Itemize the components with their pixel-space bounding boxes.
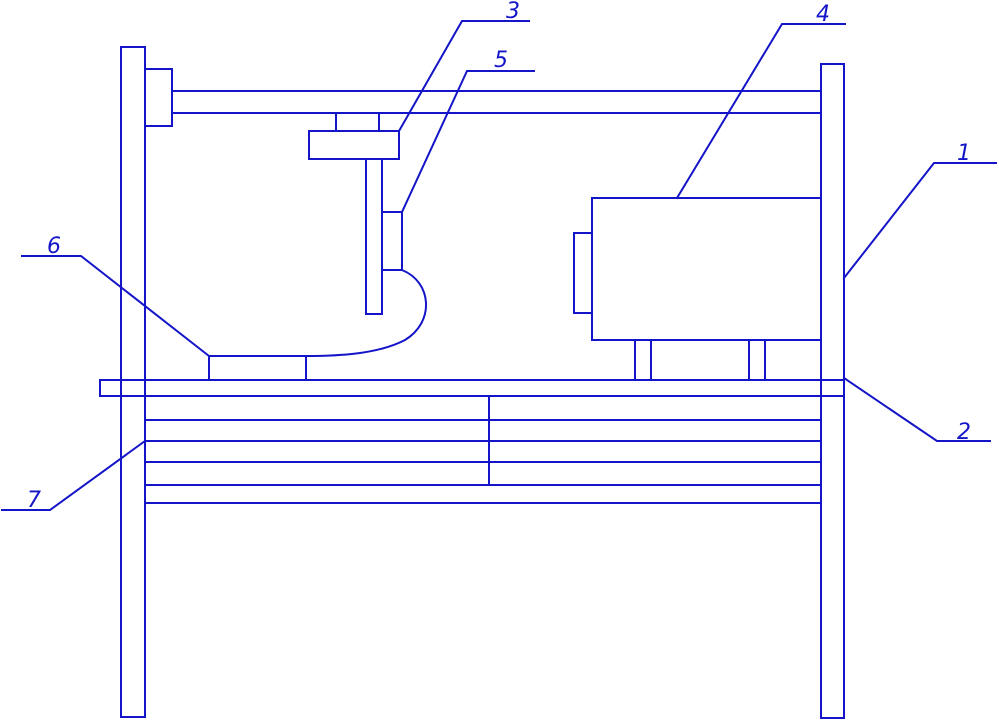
motor-leg-left	[634, 339, 652, 381]
arm-mount	[381, 211, 403, 271]
callout-5: 5	[494, 48, 508, 73]
carriage-block	[308, 130, 400, 160]
callout-6: 6	[47, 234, 61, 259]
top-beam-bracket	[144, 68, 173, 127]
drawing-lines	[1, 20, 997, 719]
leader-7	[1, 439, 147, 511]
callout-labels: 1 2 3 4 5 6 7	[27, 0, 971, 513]
leader-6	[21, 255, 211, 358]
callout-1: 1	[957, 141, 971, 166]
right-post	[820, 63, 845, 719]
motor-leg-right	[748, 339, 766, 381]
motor-end-cap	[573, 232, 593, 314]
top-beam	[171, 90, 822, 114]
table-top	[99, 379, 845, 397]
leader-1	[842, 162, 997, 280]
callout-2: 2	[957, 420, 971, 445]
leader-2	[842, 376, 991, 442]
callout-7: 7	[27, 488, 41, 513]
clamp-block	[208, 355, 307, 381]
leader-3	[397, 20, 530, 133]
motor-body	[591, 197, 822, 341]
callout-4: 4	[816, 2, 830, 27]
vertical-arm	[365, 158, 383, 315]
leader-4	[675, 23, 846, 200]
callout-3: 3	[506, 0, 520, 24]
leader-5	[400, 70, 535, 214]
hose	[304, 268, 428, 358]
left-post	[120, 46, 146, 718]
